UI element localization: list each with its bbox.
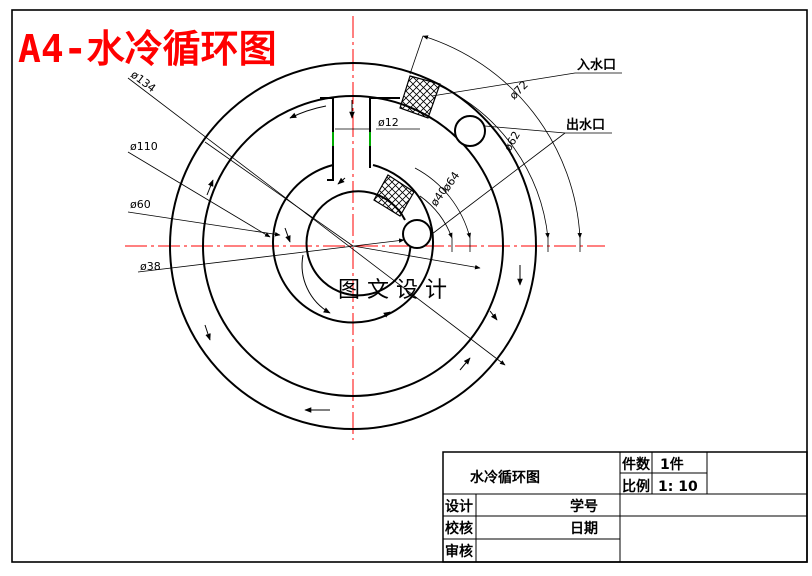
hatched-plug-outer	[399, 75, 441, 119]
sheet-title: A4-水冷循环图	[18, 27, 277, 71]
dim-d12: ø12	[378, 116, 399, 129]
core-circle-d38	[305, 190, 412, 297]
drawing-name: 水冷循环图	[470, 469, 540, 486]
inlet-port	[454, 115, 486, 147]
flow-arrows	[204, 100, 523, 413]
qty-value: 1件	[660, 456, 684, 473]
dimension-leaders	[127, 72, 622, 366]
check-label: 校核	[445, 520, 473, 537]
outlet-port	[402, 219, 432, 249]
slot-left-wall	[327, 98, 334, 181]
channel-outer-circle-d110	[202, 95, 504, 397]
inlet-label: 入水口	[577, 57, 616, 73]
scale-value: 1: 10	[658, 479, 698, 495]
title-block	[442, 451, 808, 563]
dim-d110: ø110	[130, 140, 158, 153]
watermark-text: 图 文 设 计	[338, 278, 447, 303]
outer-circle-d134	[169, 62, 537, 430]
dim-d134: ø134	[128, 68, 158, 95]
sheet-border	[11, 9, 808, 563]
hatched-plug-inner	[373, 174, 415, 217]
design-label: 设计	[445, 498, 473, 515]
scale-label: 比例	[622, 478, 650, 495]
date-label: 日期	[570, 521, 598, 537]
dim-d38: ø38	[140, 260, 161, 273]
review-label: 审核	[445, 543, 473, 560]
student-no-label: 学号	[570, 498, 598, 515]
arc-dimensions	[409, 35, 582, 252]
dim-d62: ø62	[501, 129, 523, 153]
dim-d60: ø60	[130, 198, 151, 211]
qty-label: 件数	[622, 456, 651, 473]
outlet-label: 出水口	[566, 117, 605, 133]
dim-d72: ø72	[507, 78, 531, 102]
